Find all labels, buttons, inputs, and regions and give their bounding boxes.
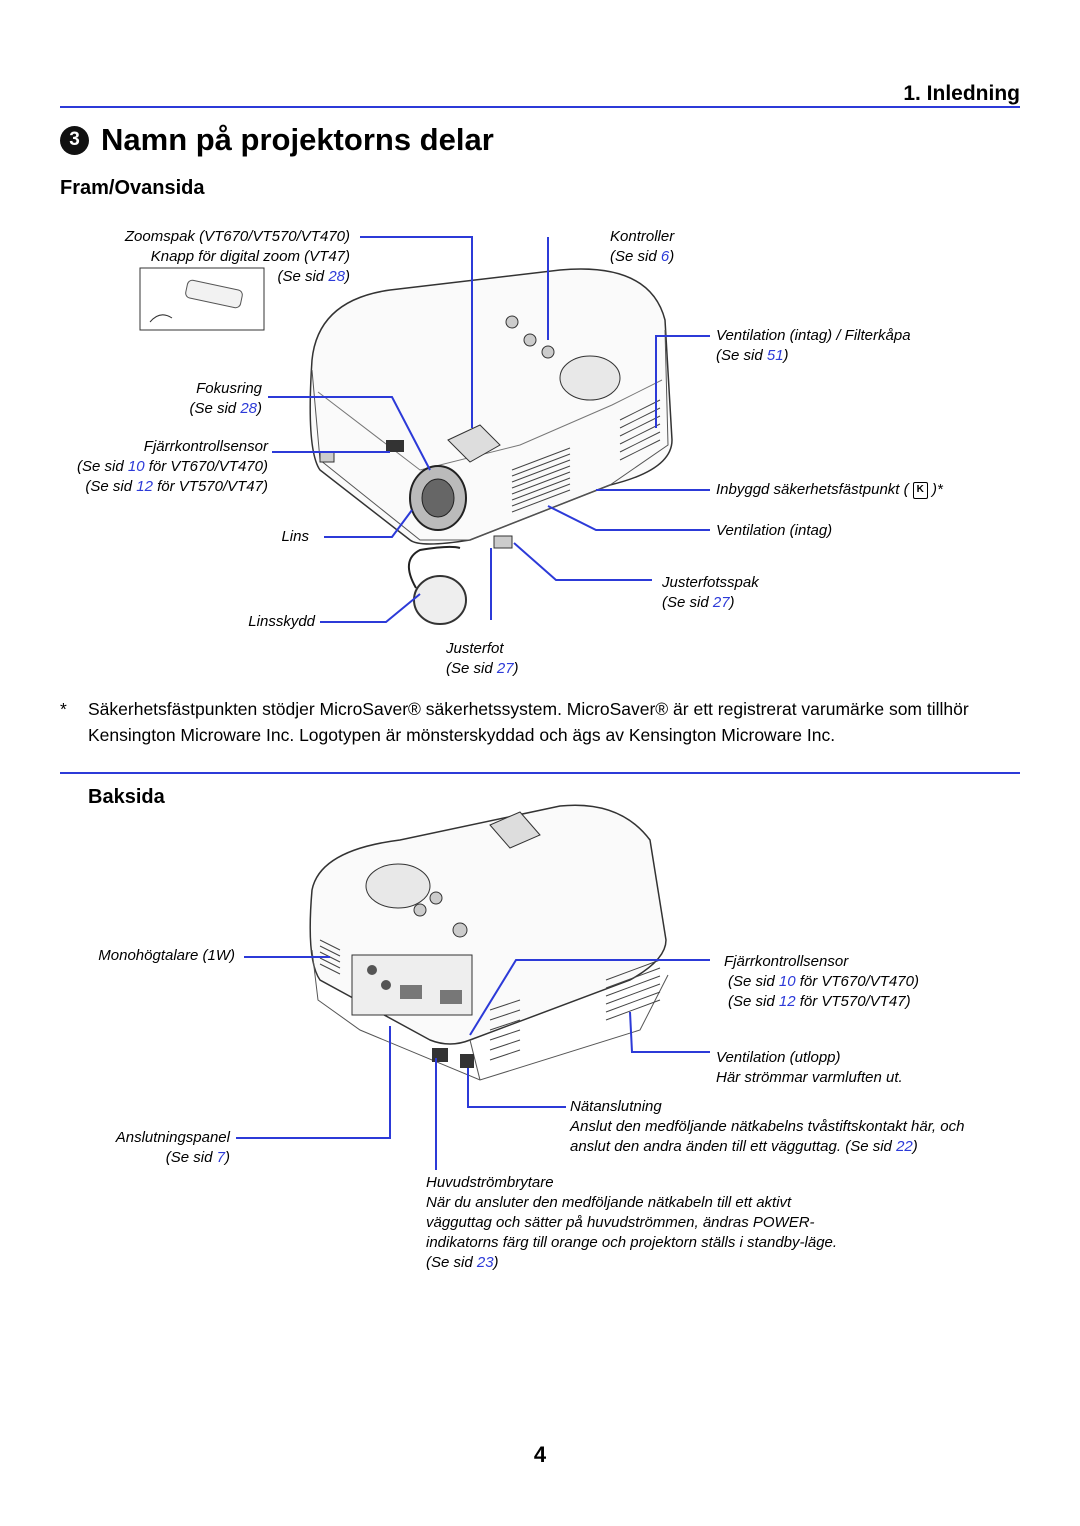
front-heading: Fram/Ovansida [60, 177, 205, 199]
ac-input-label: Nätanslutning Anslut den medföljande nät… [570, 1098, 965, 1155]
page-title: 3 Namn på projektorns delar [60, 122, 494, 158]
header-rule [60, 106, 1020, 108]
section-number-badge: 3 [60, 125, 89, 155]
page-link[interactable]: 10 [778, 973, 796, 990]
vent-exhaust-label: Ventilation (utlopp) Här strömmar varmlu… [716, 1049, 903, 1086]
rear-diagram [236, 804, 710, 1170]
rear-heading: Baksida [88, 786, 165, 808]
kensington-lock-icon: K [912, 481, 928, 499]
page-link[interactable]: 7 [216, 1149, 225, 1166]
page-link[interactable]: 22 [896, 1138, 913, 1155]
security-slot-label: Inbyggd säkerhetsfästpunkt ( K )* [716, 481, 943, 499]
main-power-switch-label: Huvudströmbrytare När du ansluter den me… [426, 1174, 838, 1271]
remote-sensor-rear-label: Fjärrkontrollsensor (Se sid 10 för VT670… [724, 953, 919, 1010]
page-link[interactable]: 12 [136, 478, 153, 495]
page-link[interactable]: 6 [660, 248, 670, 265]
controls-label: Kontroller (Se sid 6) [610, 228, 675, 265]
page-title-text: Namn på projektorns delar [101, 122, 494, 157]
front-diagram [139, 236, 710, 625]
page-link[interactable]: 27 [496, 660, 514, 677]
page-link[interactable]: 12 [778, 993, 796, 1010]
connection-panel-label: Anslutningspanel (Se sid 7) [115, 1129, 230, 1166]
vent-filter-label: Ventilation (intag) / Filterkåpa (Se sid… [716, 327, 911, 364]
page-number: 4 [533, 1442, 547, 1467]
remote-sensor-front-label: Fjärrkontrollsensor (Se sid 10 för VT670… [77, 438, 268, 495]
page-link[interactable]: 51 [766, 347, 784, 364]
focus-ring-label: Fokusring (Se sid 28) [189, 380, 262, 417]
lens-label: Lins [281, 528, 309, 545]
page-link[interactable]: 27 [712, 594, 730, 611]
chapter-title: 1. Inledning [903, 82, 1020, 105]
footnote: * Säkerhetsfästpunkten stödjer MicroSave… [60, 699, 969, 745]
zoom-lever-label: Zoomspak (VT670/VT570/VT470) Knapp för d… [124, 228, 350, 285]
page-link[interactable]: 28 [240, 400, 257, 417]
page-link[interactable]: 10 [127, 458, 145, 475]
front-projector-illustration [309, 268, 673, 625]
section-rule [60, 772, 1020, 774]
speaker-label: Monohögtalare (1W) [98, 947, 235, 964]
rear-projector-illustration [309, 804, 669, 1081]
foot-lever-label: Justerfotsspak (Se sid 27) [662, 574, 759, 611]
lens-cap-label: Linsskydd [248, 613, 315, 630]
adjustment-foot-label: Justerfot (Se sid 27) [446, 640, 519, 677]
page-link[interactable]: 23 [476, 1254, 494, 1271]
page-link[interactable]: 28 [328, 268, 345, 285]
vent-intake-label: Ventilation (intag) [716, 522, 833, 539]
